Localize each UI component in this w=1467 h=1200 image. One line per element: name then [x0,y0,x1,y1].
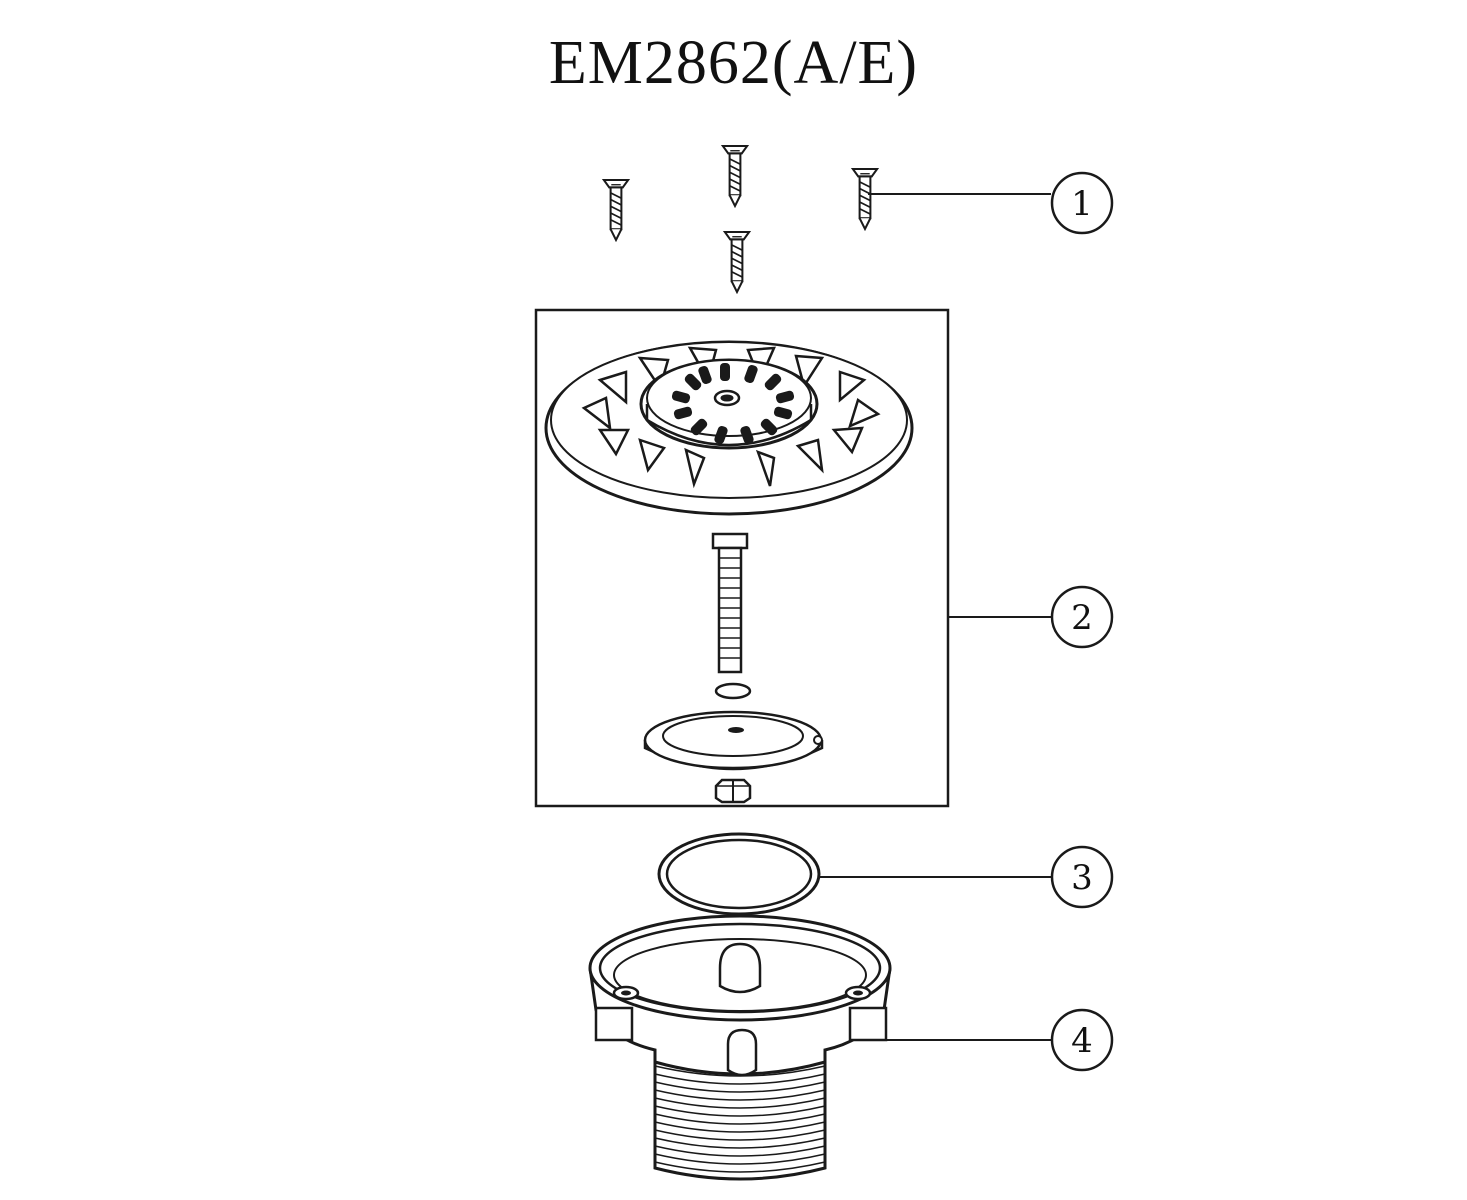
drain-body [588,914,892,1181]
center-bolt [711,532,749,674]
screw-top-right [851,167,879,231]
support-plate [643,710,824,771]
callout-2: 2 [1050,585,1114,649]
grate [544,340,914,516]
callout-4: 4 [1050,1008,1114,1072]
diagram-title: EM2862(A/E) [548,29,919,97]
nut [714,778,752,804]
callout-3: 3 [1050,845,1114,909]
leader-lines [819,193,1051,1041]
screws-group [602,144,879,294]
callout-label-1: 1 [1071,184,1093,224]
screw-top-center [721,144,749,208]
callout-1: 1 [1050,171,1114,235]
callout-label-4: 4 [1071,1021,1093,1061]
grate-assembly-box [534,308,950,808]
screw-bottom-center [723,230,751,294]
screw-top-left [602,178,630,242]
callout-label-2: 2 [1071,598,1093,638]
callout-label-3: 3 [1071,858,1093,898]
o-ring-gasket [657,832,821,916]
washer [714,682,752,700]
